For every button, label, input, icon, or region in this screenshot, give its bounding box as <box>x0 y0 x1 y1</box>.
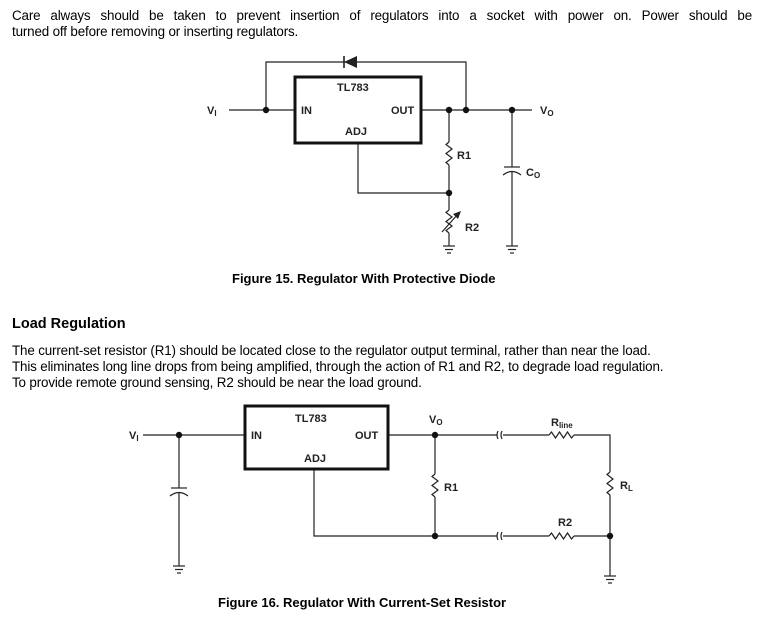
fig16-r1-resistor <box>431 473 439 498</box>
fig15-node-out-diode <box>462 106 470 114</box>
fig15-pin-out: OUT <box>391 105 415 117</box>
fig15-pin-adj: ADJ <box>345 126 367 138</box>
fig16-pin-in: IN <box>251 430 262 442</box>
fig16-pin-out: OUT <box>355 430 379 442</box>
fig15-node-adj <box>445 189 453 197</box>
load-line-2: This eliminates long line drops from bei… <box>12 359 664 374</box>
fig15-r2-arrow-icon <box>453 211 461 219</box>
fig15-output-label: VO <box>540 105 554 118</box>
fig16-line-break-top <box>496 430 503 440</box>
fig15-ic-name: TL783 <box>337 82 369 94</box>
fig16-pin-adj: ADJ <box>304 453 326 465</box>
figure-15-caption: Figure 15. Regulator With Protective Dio… <box>232 271 496 286</box>
fig16-adj-wire <box>313 469 497 537</box>
fig15-ic-box <box>293 75 423 145</box>
intro-paragraph: Care always should be taken to prevent i… <box>12 8 752 40</box>
fig15-r2-label: R2 <box>465 222 479 234</box>
fig15-pin-in: IN <box>301 105 312 117</box>
fig15-node-out-r1 <box>445 106 453 114</box>
fig15-diode-loop-wire <box>265 61 467 110</box>
fig16-node-in <box>175 431 183 439</box>
load-line-1: The current-set resistor (R1) should be … <box>12 343 651 358</box>
fig15-r1-resistor <box>445 141 453 166</box>
section-heading: Load Regulation <box>12 316 126 332</box>
fig16-rline-resistor <box>548 430 575 440</box>
fig15-node-in <box>262 106 270 114</box>
fig16-output-label: VO <box>429 414 443 427</box>
fig15-node-co <box>508 106 516 114</box>
fig15-r1-label: R1 <box>457 150 471 162</box>
intro-line-2: turned off before removing or inserting … <box>12 24 299 39</box>
fig16-input-label: VI <box>129 430 139 443</box>
fig15-input-label: VI <box>207 105 217 118</box>
figure-16-caption: Figure 16. Regulator With Current-Set Re… <box>218 595 507 610</box>
fig15-diode-icon <box>344 56 357 68</box>
fig16-r2-label: R2 <box>558 517 572 529</box>
fig15-r2-resistor <box>445 209 453 234</box>
fig15-co-label: CO <box>526 167 540 180</box>
fig16-node-r1-bottom <box>431 532 439 540</box>
fig16-r2-resistor <box>548 531 575 541</box>
intro-line-1: Care always should be taken to prevent i… <box>12 8 752 23</box>
fig16-rl-label: RL <box>620 480 633 493</box>
load-regulation-paragraph: The current-set resistor (R1) should be … <box>12 343 752 391</box>
fig16-node-rl-bottom <box>606 532 614 540</box>
fig16-r1-label: R1 <box>444 482 458 494</box>
fig16-node-vo <box>431 431 439 439</box>
fig16-rline-label: Rline <box>551 417 573 430</box>
fig16-rl-resistor <box>606 471 614 496</box>
fig15-adj-wire <box>357 143 449 194</box>
fig16-line-break-bottom <box>496 531 503 541</box>
fig16-ic-box <box>243 404 390 471</box>
fig16-ic-name: TL783 <box>295 413 327 425</box>
load-line-3: To provide remote ground sensing, R2 sho… <box>12 375 422 390</box>
